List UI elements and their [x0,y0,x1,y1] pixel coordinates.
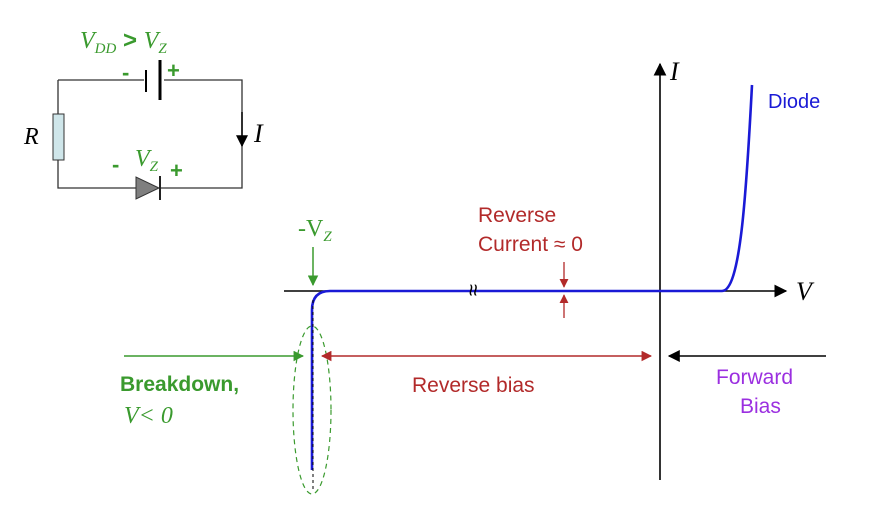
breakdown-label-line1: Breakdown, [120,373,239,396]
forward-bias-label-line1: Forward [716,366,793,389]
battery-minus-sign: - [122,60,129,85]
breakdown-label-line2: V< 0 [124,403,173,429]
supply-condition-label: VDD > VZ [80,27,167,57]
diode-minus-sign: - [112,152,119,177]
resistor-label: R [23,124,39,150]
reverse-bias-label: Reverse bias [412,374,535,397]
circuit: VDD > VZ - + I R - VZ + [23,27,264,200]
x-axis-label: V [796,277,815,306]
diode-iv-curve [310,84,754,470]
axis-break-mark: ≈ [461,284,486,296]
diode-voltage-label: VZ [135,146,159,175]
breakdown-region-ellipse [292,325,332,495]
resistor [52,113,65,161]
neg-vz-label: -VZ [298,216,332,245]
reverse-current-label-line2: Current ≈ 0 [478,233,583,256]
y-axis-label: I [669,57,680,86]
reverse-current-label-line1: Reverse [478,204,556,227]
zener-diode-symbol [135,176,161,200]
curve-label: Diode [768,91,820,113]
iv-graph: I V Diode ≈ -VZ Reverse Current ≈ 0 Brea… [120,57,826,495]
diode-plus-sign: + [170,158,183,183]
forward-bias-label-line2: Bias [740,395,781,418]
current-label: I [253,119,264,148]
battery-plus-sign: + [167,58,180,83]
